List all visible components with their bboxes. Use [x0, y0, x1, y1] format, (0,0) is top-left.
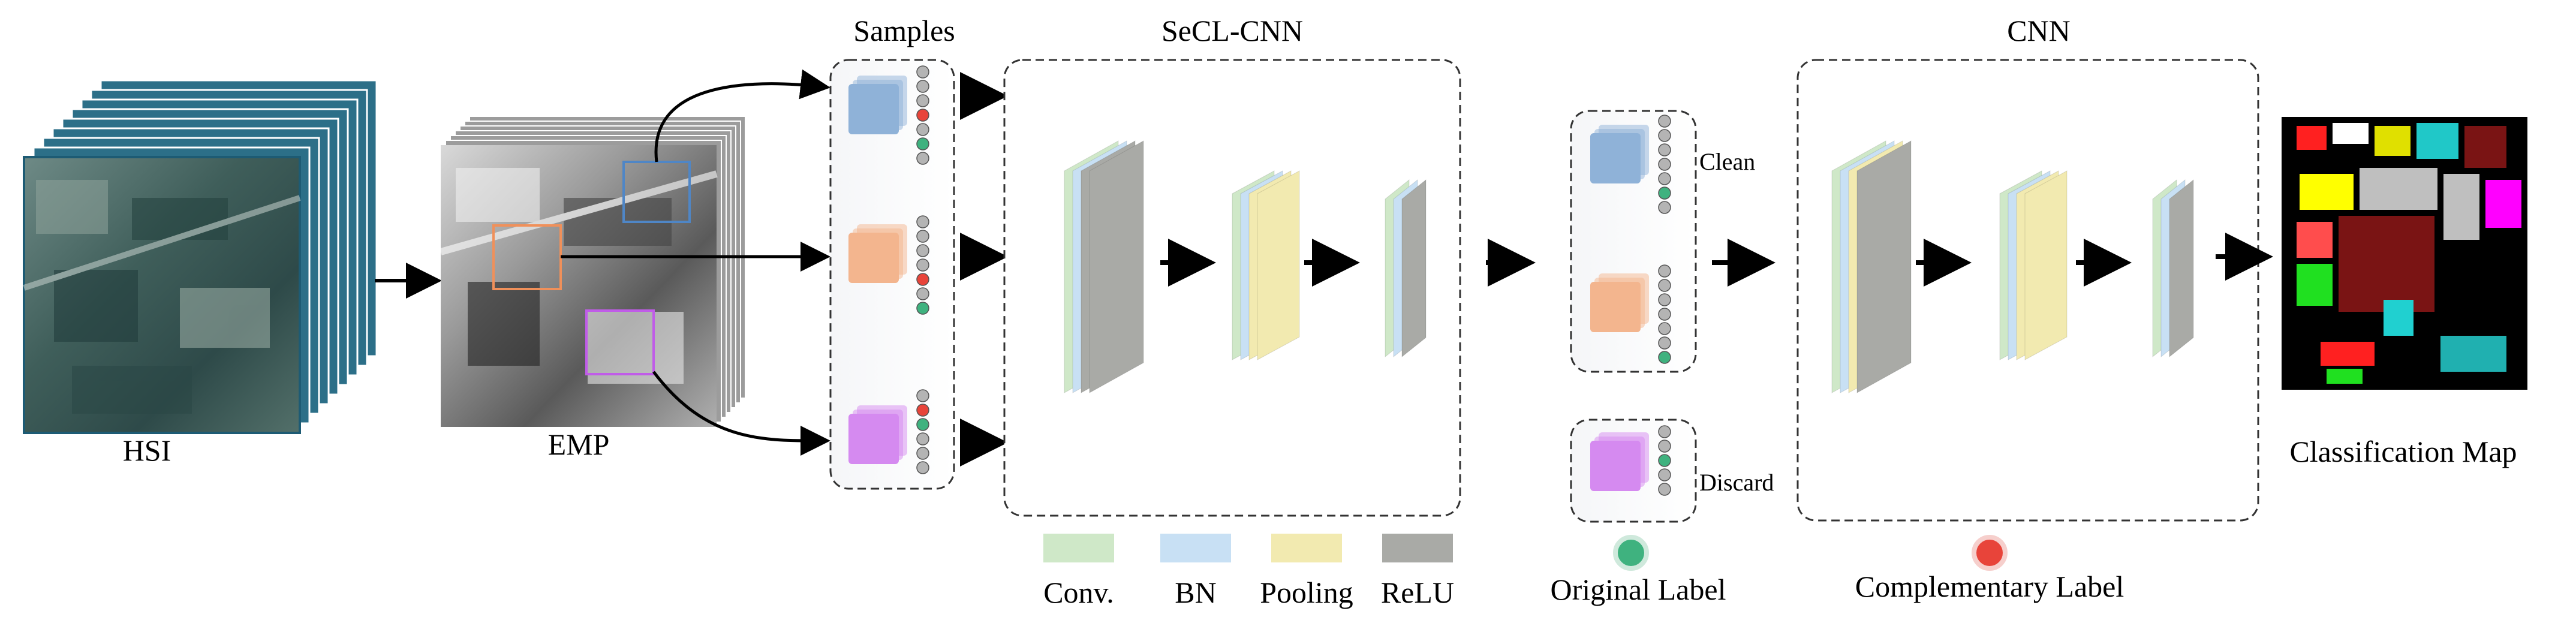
- legend: Conv. BN Pooling ReLU Original Label Com…: [1043, 534, 2124, 609]
- secl-cnn-layers: [1064, 140, 1427, 393]
- label-dot-original: [1658, 454, 1671, 467]
- legend-bn-swatch: [1160, 534, 1231, 562]
- legend-relu-swatch: [1382, 534, 1453, 562]
- cnn-layers: [1831, 140, 2194, 393]
- legend-conv-swatch: [1043, 534, 1114, 562]
- sample-cube-layer: [848, 233, 899, 283]
- label-dot-neutral: [916, 389, 929, 402]
- label-dot-neutral: [1658, 158, 1671, 171]
- label-dot-complementary: [916, 404, 929, 417]
- label-dot-neutral: [916, 215, 929, 228]
- label-dot-neutral: [1658, 336, 1671, 350]
- sample-cube-layer: [1590, 282, 1641, 332]
- label-dot-neutral: [916, 244, 929, 257]
- layer-sheet: [1401, 179, 1427, 358]
- sample-cube-layer: [848, 414, 899, 464]
- clean-label: Clean: [1699, 148, 1755, 175]
- label-dot-neutral: [1658, 279, 1671, 292]
- label-dot-original: [916, 418, 929, 431]
- hsi-label: HSI: [123, 434, 171, 467]
- label-dot-neutral: [916, 80, 929, 93]
- legend-bn-label: BN: [1175, 576, 1216, 609]
- label-dot-neutral: [1658, 129, 1671, 142]
- emp-purple-patch: [585, 309, 655, 375]
- label-dot-neutral: [1658, 293, 1671, 306]
- legend-conv-label: Conv.: [1043, 576, 1114, 609]
- label-dot-neutral: [1658, 308, 1671, 321]
- sample-purple: [848, 389, 929, 474]
- label-dot-neutral: [916, 432, 929, 446]
- legend-pooling-swatch: [1271, 534, 1342, 562]
- sample-cube-layer: [1590, 441, 1641, 491]
- label-dot-neutral: [916, 152, 929, 165]
- sample-blue: [848, 65, 929, 165]
- label-dot-original: [916, 302, 929, 315]
- sample-orange: [848, 215, 929, 315]
- emp-label: EMP: [548, 428, 610, 461]
- hsi-cube: [23, 79, 378, 434]
- label-dot-neutral: [1658, 264, 1671, 278]
- label-dot-neutral: [916, 287, 929, 300]
- secl-cnn-title: SeCL-CNN: [1161, 14, 1303, 47]
- cnn-title: CNN: [2007, 14, 2071, 47]
- layer-sheet: [2024, 170, 2068, 360]
- label-dot-original: [916, 137, 929, 151]
- label-dot-neutral: [916, 123, 929, 136]
- label-dot-original: [1658, 351, 1671, 364]
- classification-map: [2282, 117, 2527, 390]
- classification-map-label: Classification Map: [2289, 435, 2517, 468]
- layer-sheet: [1856, 140, 1912, 393]
- label-dot-neutral: [1658, 172, 1671, 185]
- sample-cube-layer: [1590, 133, 1641, 183]
- label-dot-neutral: [1658, 468, 1671, 481]
- label-dot-complementary: [916, 273, 929, 286]
- clean-sample-orange: [1590, 264, 1671, 364]
- label-dot-neutral: [916, 461, 929, 474]
- legend-relu-label: ReLU: [1381, 576, 1454, 609]
- arrow-purple-patch-to-sample: [652, 371, 830, 456]
- hsi-texture: [23, 180, 301, 414]
- layer-sheet: [1089, 140, 1144, 393]
- label-dot-neutral: [916, 65, 929, 79]
- label-dot-complementary: [916, 109, 929, 122]
- discard-label: Discard: [1699, 469, 1774, 496]
- legend-pooling-label: Pooling: [1260, 576, 1353, 609]
- clean-sample-blue: [1590, 115, 1671, 214]
- layer-sheet: [1257, 170, 1300, 360]
- discard-sample-purple: [1590, 425, 1671, 496]
- layer-sheet: [2169, 179, 2194, 358]
- label-dot-neutral: [1658, 143, 1671, 156]
- label-dot-neutral: [1658, 115, 1671, 128]
- legend-original-label-dot: [1613, 535, 1649, 571]
- legend-original-label: Original Label: [1551, 573, 1726, 606]
- label-dot-original: [1658, 186, 1671, 200]
- sample-cube-layer: [848, 84, 899, 134]
- samples-title: Samples: [853, 14, 955, 47]
- label-dot-neutral: [1658, 425, 1671, 438]
- label-dot-neutral: [1658, 483, 1671, 496]
- legend-complementary-label: Complementary Label: [1855, 570, 2124, 603]
- emp-cube: [440, 116, 746, 427]
- label-dot-neutral: [916, 94, 929, 107]
- label-dot-neutral: [1658, 201, 1671, 214]
- label-dot-neutral: [916, 230, 929, 243]
- label-dot-neutral: [1658, 440, 1671, 453]
- label-dot-neutral: [1658, 322, 1671, 335]
- label-dot-neutral: [916, 258, 929, 272]
- legend-complementary-label-dot: [1972, 535, 2008, 571]
- emp-texture: [440, 168, 718, 384]
- label-dot-neutral: [916, 447, 929, 460]
- arrow-blue-patch-to-sample: [654, 69, 830, 162]
